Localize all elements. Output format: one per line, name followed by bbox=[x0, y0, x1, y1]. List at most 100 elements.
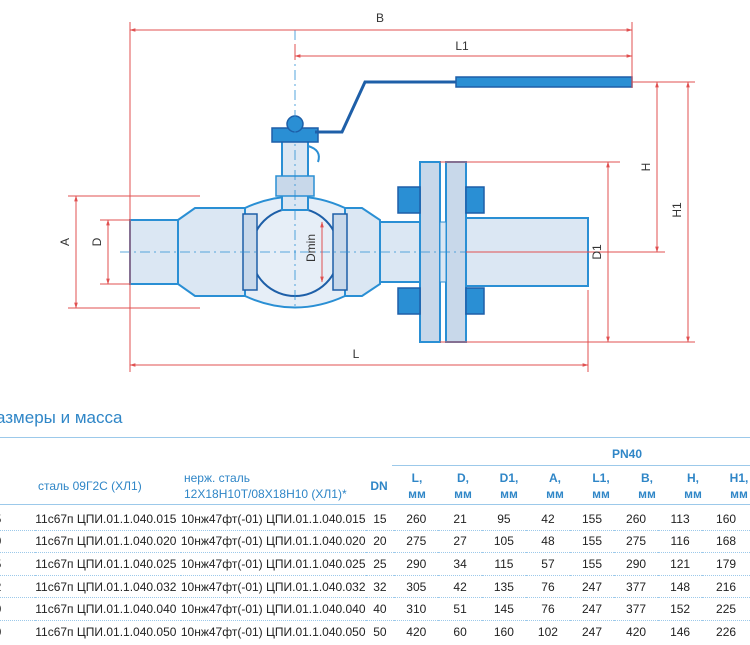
dim-label-h: H bbox=[639, 163, 653, 172]
pn-group-label: PN40 bbox=[612, 447, 643, 461]
header-l-unit: мм bbox=[408, 487, 426, 501]
dim-label-l1: L1 bbox=[455, 39, 469, 53]
header-h1-name: H1, bbox=[729, 471, 749, 485]
row-steel2: 10нж47фт(-01) ЦПИ.01.1.040.020 bbox=[180, 530, 366, 554]
row-a: 42 bbox=[525, 508, 570, 531]
row-dn: 25 bbox=[365, 552, 395, 576]
row-d: 21 bbox=[438, 508, 482, 531]
row-l: 310 bbox=[394, 597, 439, 621]
row-d: 51 bbox=[438, 597, 482, 621]
valve-body bbox=[129, 76, 633, 343]
row-dn: 15 bbox=[365, 508, 395, 531]
row-b: 420 bbox=[626, 624, 647, 639]
table-row: .025 11с67п ЦПИ.01.1.040.025 10нж47фт(-0… bbox=[0, 552, 750, 576]
header-h-name: H, bbox=[687, 471, 699, 485]
header-l-name: L, bbox=[411, 471, 423, 485]
row-a: 102 bbox=[537, 624, 558, 639]
row-h1: 160 bbox=[702, 508, 750, 531]
row-dn: 50 bbox=[373, 624, 387, 639]
row-d1: 105 bbox=[481, 530, 526, 554]
row-h1: 216 bbox=[702, 575, 750, 599]
row-h1: 168 bbox=[702, 530, 750, 554]
header-steel2-line2: 12Х18Н10Т/08Х18Н10 (ХЛ1)* bbox=[184, 487, 347, 501]
row-h: 116 bbox=[658, 530, 703, 554]
header-dn: DN bbox=[370, 479, 388, 493]
row-b: 260 bbox=[614, 508, 659, 531]
header-d1-name: D1, bbox=[499, 471, 519, 485]
row-b: 290 bbox=[614, 552, 659, 576]
row-a: 76 bbox=[525, 575, 570, 599]
row-b: 275 bbox=[614, 530, 659, 554]
row-a: 57 bbox=[525, 552, 570, 576]
table-row: .040 11с67п ЦПИ.01.1.040.040 10нж47фт(-0… bbox=[0, 597, 750, 621]
header-b-name: B, bbox=[641, 471, 653, 485]
row-h: 152 bbox=[658, 597, 703, 621]
dimension-lines bbox=[68, 22, 695, 372]
row-steel2: 10нж47фт(-01) ЦПИ.01.1.040.015 bbox=[180, 508, 366, 531]
row-d: 60 bbox=[453, 624, 467, 639]
row-code: .015 bbox=[0, 508, 36, 531]
section-title: азмеры и масса bbox=[0, 408, 123, 427]
dim-label-a: A bbox=[58, 238, 72, 246]
row-l1: 247 bbox=[569, 597, 615, 621]
table-row: .032 11с67п ЦПИ.01.1.040.032 10нж47фт(-0… bbox=[0, 575, 750, 599]
row-d1: 160 bbox=[493, 624, 514, 639]
header-d-unit: мм bbox=[454, 487, 472, 501]
table-row: .050 11с67п ЦПИ.01.1.040.050 10нж47фт(-0… bbox=[0, 620, 750, 642]
header-h: H, мм bbox=[670, 470, 716, 502]
row-dn: 20 bbox=[365, 530, 395, 554]
row-d1: 115 bbox=[481, 552, 526, 576]
row-steel2: 10нж47фт(-01) ЦПИ.01.1.040.025 bbox=[180, 552, 366, 576]
row-l1: 155 bbox=[569, 552, 615, 576]
header-b: B, мм bbox=[624, 470, 670, 502]
row-h: 113 bbox=[658, 508, 703, 531]
header-b-unit: мм bbox=[638, 487, 656, 501]
row-b: 377 bbox=[614, 575, 659, 599]
dim-label-dmin: Dmin bbox=[304, 234, 318, 262]
row-steel1: 11с67п ЦПИ.01.1.040.020 bbox=[35, 530, 181, 554]
row-d1: 145 bbox=[481, 597, 526, 621]
row-code: .050 bbox=[0, 620, 35, 642]
header-l: L, мм bbox=[394, 470, 440, 502]
row-l1: 155 bbox=[569, 508, 615, 531]
row-d: 42 bbox=[438, 575, 482, 599]
pn-group-divider bbox=[392, 465, 750, 466]
row-a: 76 bbox=[525, 597, 570, 621]
header-h-unit: мм bbox=[684, 487, 702, 501]
dim-label-d1: D1 bbox=[590, 244, 604, 260]
row-h: 146 bbox=[670, 624, 691, 639]
dim-label-h1: H1 bbox=[670, 202, 684, 218]
row-steel2: 10нж47фт(-01) ЦПИ.01.1.040.032 bbox=[180, 575, 366, 599]
header-d: D, мм bbox=[440, 470, 486, 502]
header-l1-unit: мм bbox=[592, 487, 610, 501]
row-l1: 247 bbox=[569, 575, 615, 599]
row-a: 48 bbox=[525, 530, 570, 554]
row-steel2: 10нж47фт(-01) ЦПИ.01.1.040.040 bbox=[180, 597, 366, 621]
row-h: 148 bbox=[658, 575, 703, 599]
header-steel2: нерж. сталь 12Х18Н10Т/08Х18Н10 (ХЛ1)* bbox=[184, 470, 347, 502]
row-d1: 135 bbox=[481, 575, 526, 599]
row-steel1: 11с67п ЦПИ.01.1.040.025 bbox=[35, 552, 181, 576]
row-dn: 32 bbox=[365, 575, 395, 599]
header-divider bbox=[0, 504, 750, 505]
row-h1: 226 bbox=[716, 624, 737, 639]
row-dn: 40 bbox=[365, 597, 395, 621]
row-steel1: 11с67п ЦПИ.01.1.040.040 bbox=[35, 597, 181, 621]
header-l1: L1, мм bbox=[578, 470, 624, 502]
row-code: .040 bbox=[0, 597, 36, 621]
header-d1-unit: мм bbox=[500, 487, 518, 501]
header-steel2-line1: нерж. сталь bbox=[184, 471, 250, 485]
title-divider bbox=[0, 437, 750, 438]
header-h1: H1, мм bbox=[716, 470, 750, 502]
header-a-unit: мм bbox=[546, 487, 564, 501]
row-h1: 225 bbox=[702, 597, 750, 621]
row-l: 305 bbox=[394, 575, 439, 599]
valve-drawing: B L1 L H H1 D1 A D Dmin bbox=[58, 11, 695, 372]
dimension-labels: B L1 L H H1 D1 A D Dmin bbox=[58, 11, 684, 361]
dim-label-b: B bbox=[376, 11, 384, 25]
header-h1-unit: мм bbox=[730, 487, 748, 501]
header-l1-name: L1, bbox=[592, 471, 610, 485]
row-steel1: 11с67п ЦПИ.01.1.040.032 bbox=[35, 575, 181, 599]
header-a-name: A, bbox=[549, 471, 561, 485]
row-l: 275 bbox=[394, 530, 439, 554]
